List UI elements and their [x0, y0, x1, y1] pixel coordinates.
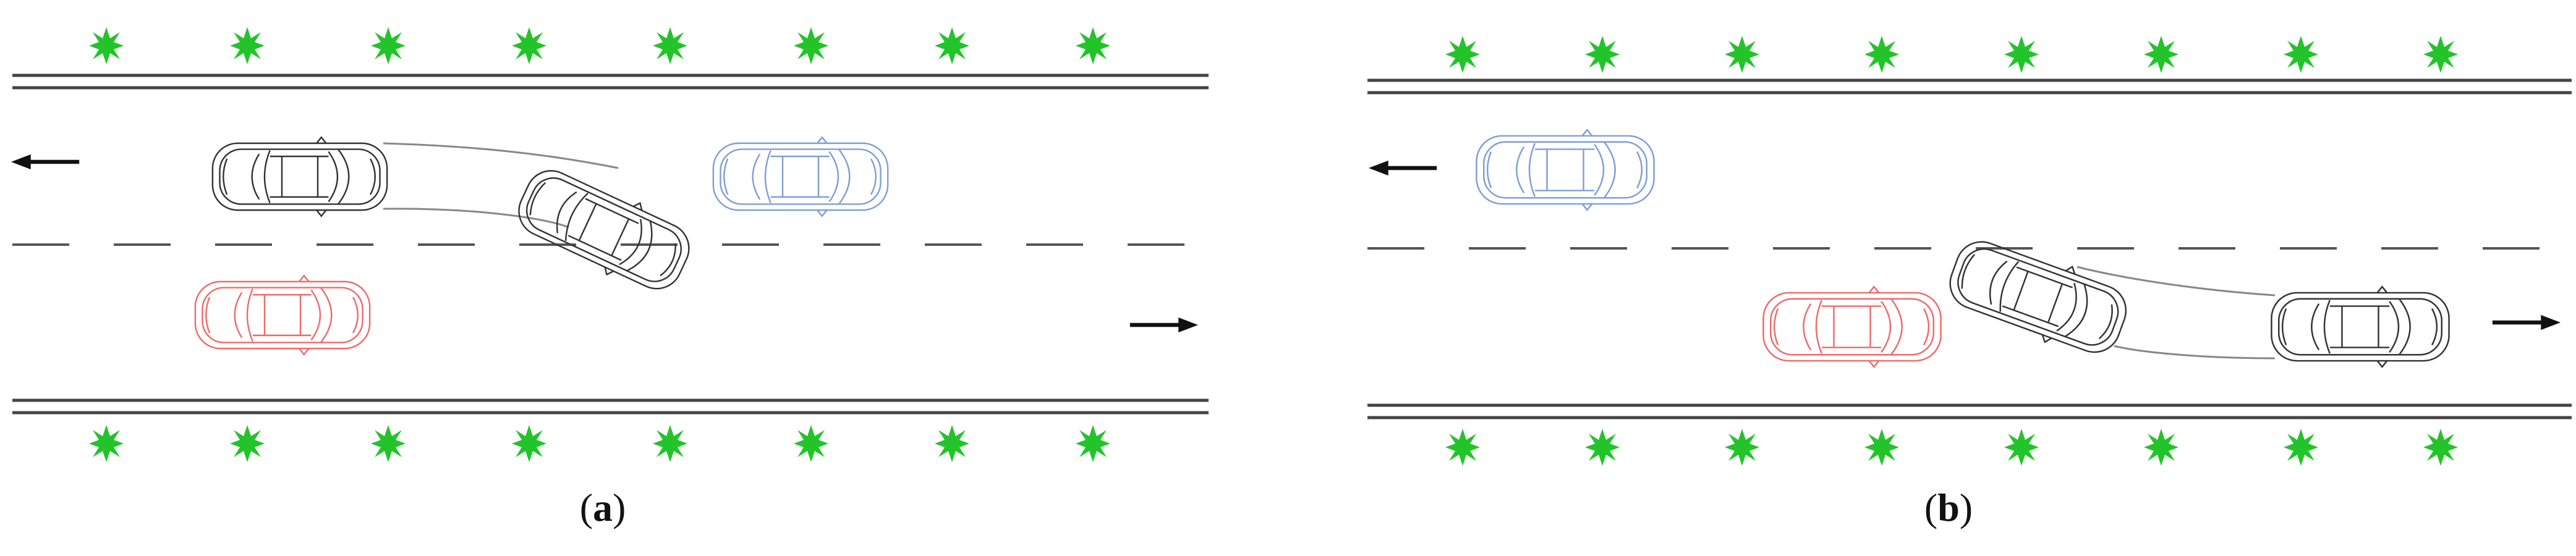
tree-icon — [512, 27, 546, 64]
tree-icon — [1445, 429, 1480, 466]
car-icon — [194, 274, 371, 356]
tree-icon — [2004, 36, 2039, 73]
tree-icon — [1585, 429, 1620, 466]
tree-icon — [1445, 36, 1480, 73]
tree-icon — [935, 27, 969, 64]
car-icon — [211, 136, 388, 217]
road-a — [12, 74, 1209, 415]
tree-icon — [653, 425, 687, 462]
road-b — [1367, 78, 2572, 419]
tree-icon — [1725, 36, 1759, 73]
trajectory — [2077, 266, 2276, 360]
trees-top-a — [89, 27, 1110, 64]
car-icon — [712, 136, 889, 217]
tree-icon — [1076, 425, 1110, 462]
tree-icon — [794, 27, 828, 64]
tree-icon — [935, 425, 969, 462]
car-icon — [2271, 285, 2450, 368]
caption-b: (b) — [1924, 486, 1973, 529]
tree-icon — [2144, 36, 2179, 73]
trees-top-b — [1445, 36, 2458, 73]
tree-icon — [2004, 429, 2039, 466]
tree-icon — [2423, 429, 2458, 466]
trees-bottom-a — [89, 425, 1110, 462]
car-icon — [507, 156, 700, 303]
car-icon — [1762, 285, 1942, 368]
arrow-left-icon — [11, 154, 79, 169]
tree-icon — [230, 27, 265, 64]
panel-a — [11, 27, 1209, 462]
tree-icon — [794, 425, 828, 462]
tree-icon — [371, 27, 406, 64]
caption-a-label: a — [593, 486, 613, 529]
tree-icon — [2284, 429, 2318, 466]
car-icon — [1476, 128, 1655, 211]
tree-icon — [230, 425, 265, 462]
tree-icon — [653, 27, 687, 64]
tree-icon — [512, 425, 546, 462]
tree-icon — [89, 27, 124, 64]
panel-b — [1367, 36, 2572, 466]
trajectory — [383, 142, 619, 229]
tree-icon — [1725, 429, 1759, 466]
arrow-left-icon — [1369, 161, 1437, 175]
tree-icon — [2284, 36, 2318, 73]
caption-b-label: b — [1937, 486, 1960, 529]
tree-icon — [1585, 36, 1620, 73]
arrow-right-icon — [2493, 315, 2561, 330]
trees-bottom-b — [1445, 429, 2458, 466]
arrow-right-icon — [1130, 318, 1198, 332]
tree-icon — [1864, 429, 1899, 466]
tree-icon — [1076, 27, 1110, 64]
tree-icon — [2144, 429, 2179, 466]
tree-icon — [371, 425, 406, 462]
tree-icon — [1864, 36, 1899, 73]
tree-icon — [2423, 36, 2458, 73]
tree-icon — [89, 425, 124, 462]
caption-a: (a) — [579, 486, 626, 529]
